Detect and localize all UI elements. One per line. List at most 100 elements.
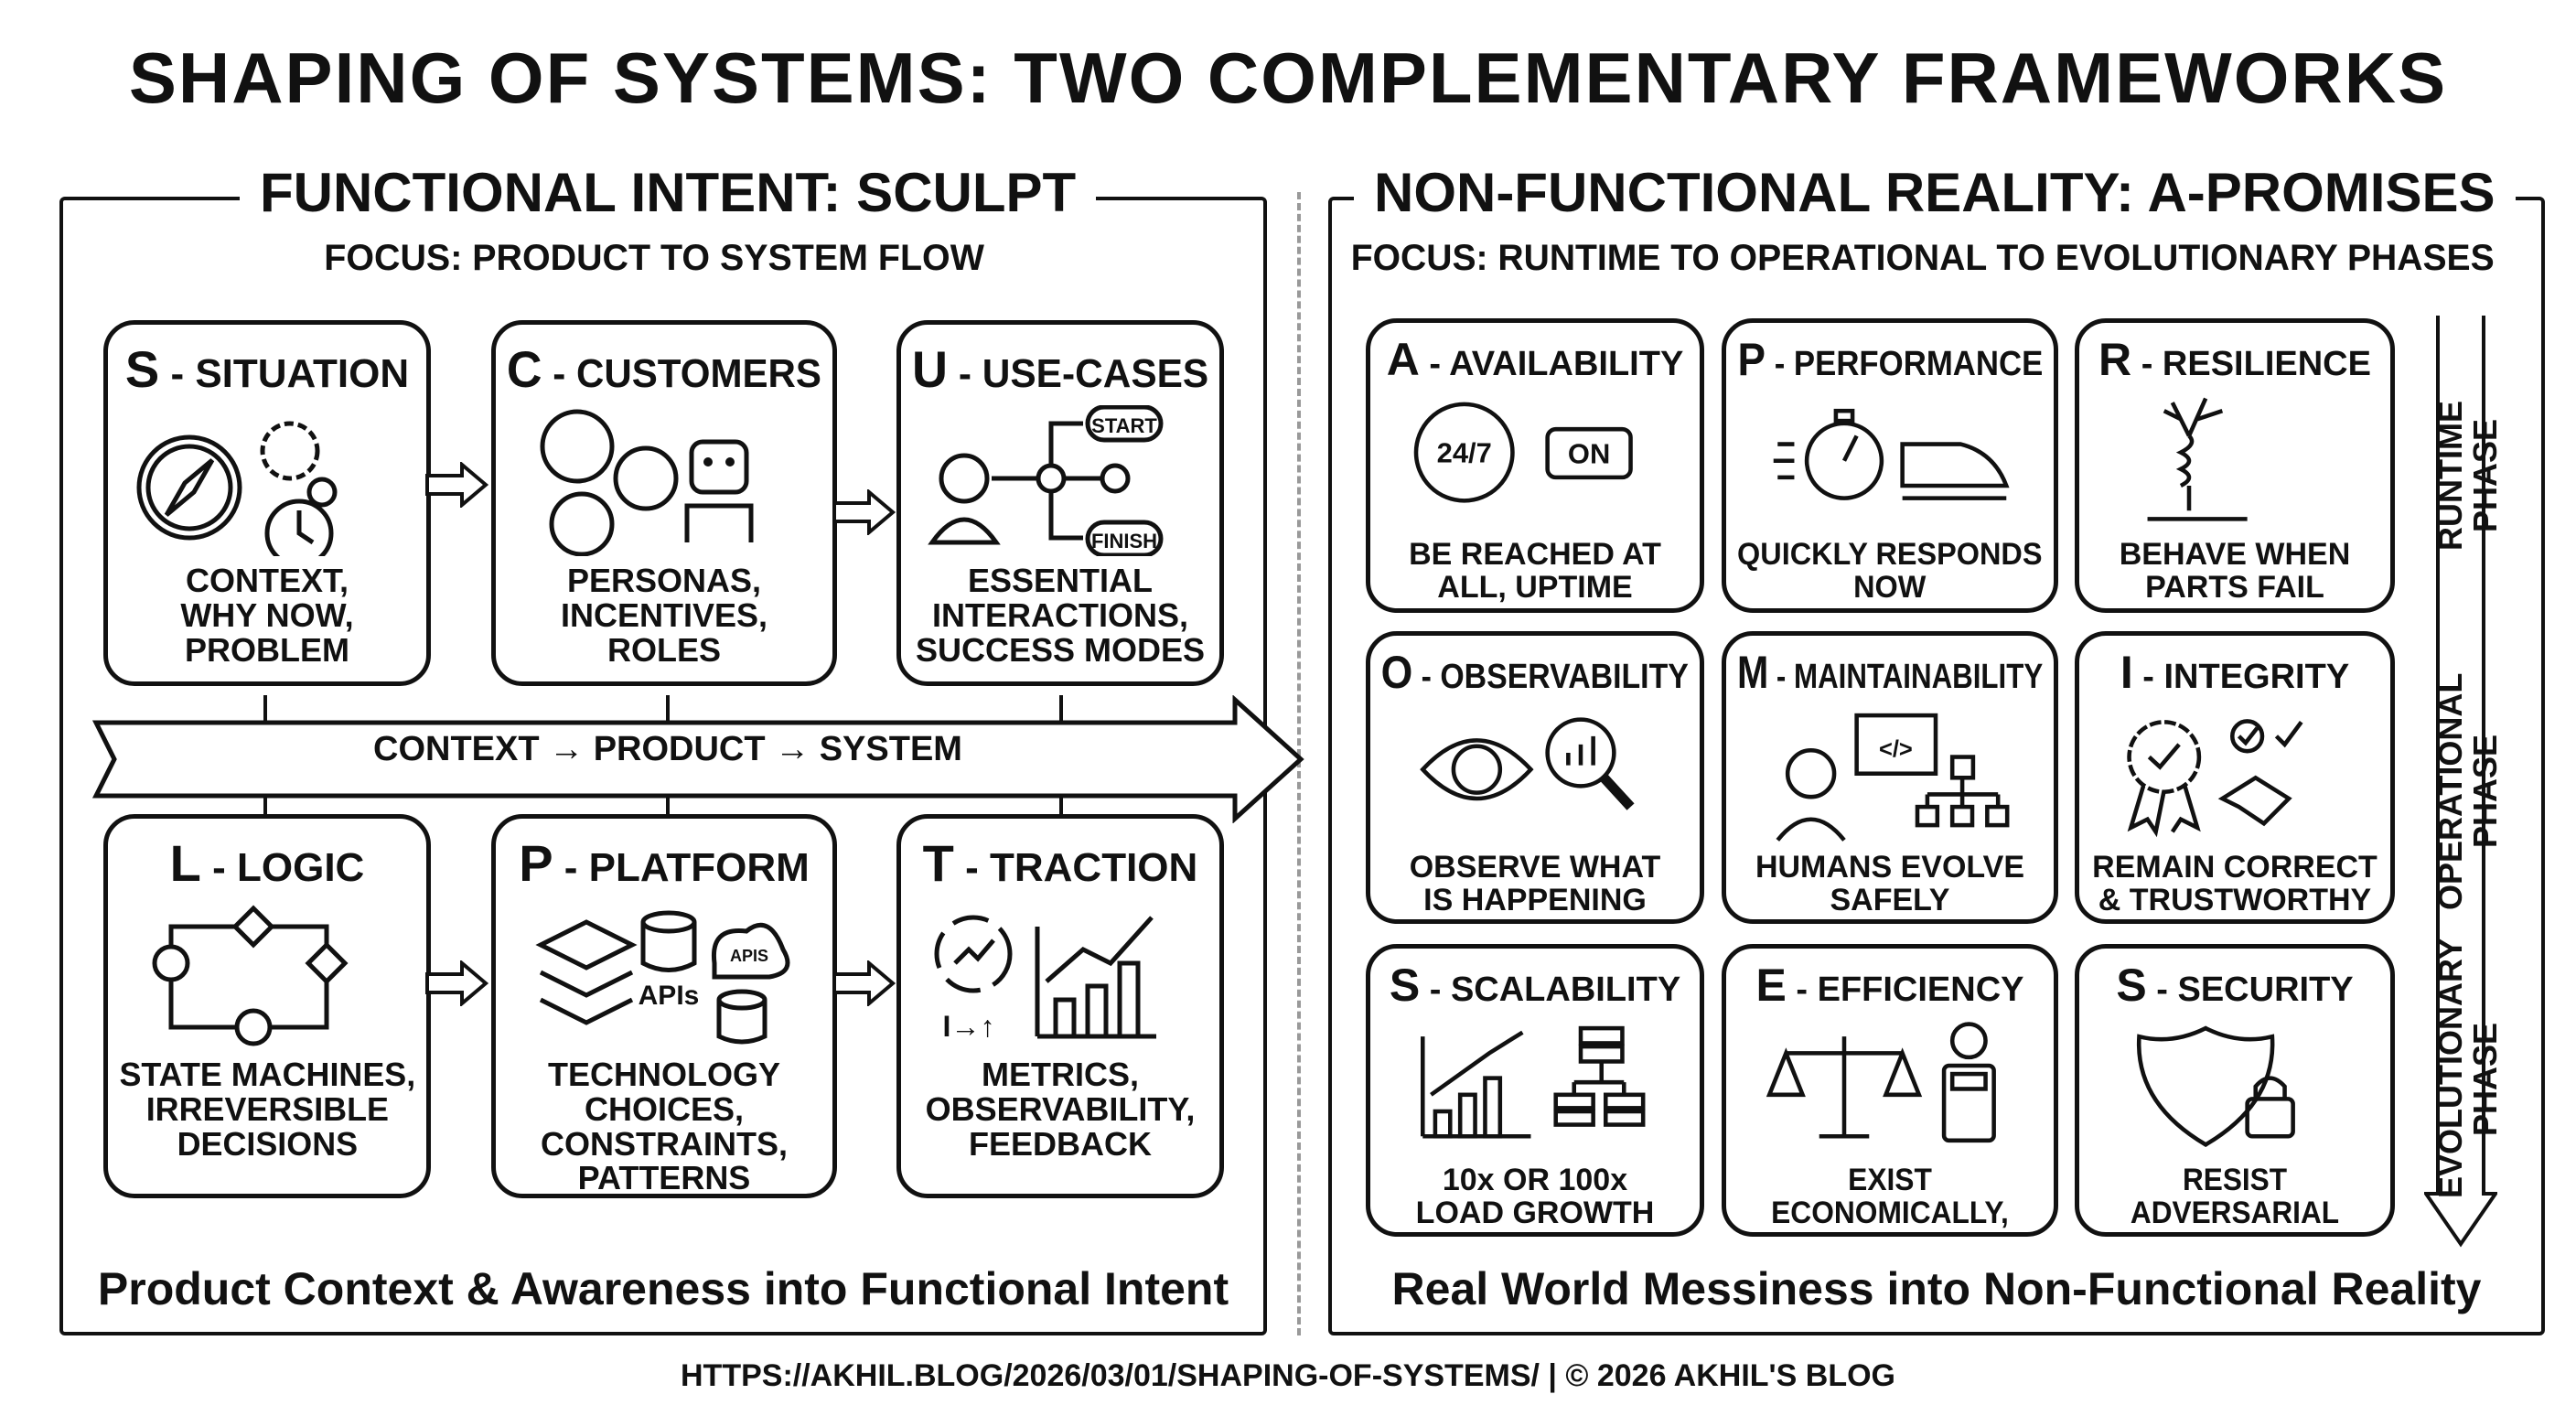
card-situation: S - SITUATION CONTEXT, WHY NOW, PROBLEM [103, 320, 431, 686]
svg-text:I→↑: I→↑ [943, 1010, 995, 1043]
card-heading-row: A - AVAILABILITY [1370, 334, 1700, 385]
card-heading-row: L - LOGIC [108, 833, 426, 893]
spring-tree-icon [2147, 397, 2248, 521]
card-letter: S [2116, 960, 2147, 1011]
main-title: SHAPING OF SYSTEMS: TWO COMPLEMENTARY FR… [128, 38, 2448, 118]
card-letter: U [911, 339, 948, 398]
scale-calculator-icon [1766, 1022, 1996, 1143]
card-description-row: EXIST ECONOMICALLY, COST/PERF [1726, 1163, 2054, 1232]
card-letter: M [1736, 647, 1769, 698]
card-heading: S - SITUATION [125, 339, 409, 399]
sculpt-caption-row: Product Context & Awareness into Functio… [69, 1262, 1258, 1315]
svg-text:APIS: APIS [730, 947, 768, 965]
card-description-row: QUICKLY RESPONDS NOW [1726, 537, 2054, 605]
card-heading: E - EFFICIENCY [1755, 959, 2023, 1012]
promises-title: NON-FUNCTIONAL REALITY: A-PROMISES [1354, 161, 2516, 224]
card-heading-row: C - CUSTOMERS [496, 339, 832, 399]
promises-focus: FOCUS: RUNTIME TO OPERATIONAL TO EVOLUTI… [1350, 238, 2495, 278]
sculpt-caption: Product Context & Awareness into Functio… [97, 1263, 1229, 1314]
badge-handshake-icon [2127, 719, 2303, 838]
card-title: - EFFICIENCY [1796, 971, 2024, 1009]
flow-arrow-icon [832, 960, 896, 1006]
card-heading: T - TRACTION [923, 833, 1198, 893]
card-title: - RESILIENCE [2141, 345, 2371, 383]
card-description: TECHNOLOGY CHOICES, CONSTRAINTS, PATTERN… [541, 1056, 788, 1197]
svg-text:APIs: APIs [639, 981, 700, 1011]
card-description-row: BE REACHED AT ALL, UPTIME [1370, 537, 1700, 605]
developer-code-icon: </> [1776, 713, 2010, 842]
promises-caption: Real World Messiness into Non-Functional… [1391, 1263, 2482, 1314]
card-heading-row: M - MAINTAINABILITY [1726, 647, 2054, 698]
card-title: - CUSTOMERS [553, 350, 822, 396]
card-description-row: CONTEXT, WHY NOW, PROBLEM [108, 563, 426, 668]
card-title: - AVAILABILITY [1429, 345, 1684, 383]
card-description: BEHAVE WHEN PARTS FAIL [2119, 537, 2351, 605]
phase-evolutionary: EVOLUTIONARY PHASE [2431, 938, 2504, 1198]
card-description: REMAIN CORRECT & TRUSTWORTHY [2092, 850, 2377, 917]
personas-robot-icon [540, 409, 754, 556]
card-heading-row: P - PERFORMANCE [1726, 334, 2054, 385]
card-letter: I [2120, 647, 2133, 698]
promises-caption-row: Real World Messiness into Non-Functional… [1337, 1262, 2536, 1315]
card-description-row: RESIST ADVERSARIAL BEHAVIOR [2079, 1163, 2390, 1232]
card-heading-row: S - SECURITY [2079, 960, 2390, 1011]
card-description: HUMANS EVOLVE SAFELY [1755, 850, 2025, 917]
card-resilience: R - RESILIENCE BEHAVE WHEN PARTS FAIL [2075, 318, 2395, 613]
card-description-row: BEHAVE WHEN PARTS FAIL [2079, 537, 2390, 605]
card-letter: C [506, 339, 542, 398]
stopwatch-train-icon [1773, 408, 2010, 500]
card-letter: P [519, 833, 553, 892]
state-machine-icon [152, 905, 349, 1046]
card-heading: R - RESILIENCE [2098, 333, 2371, 386]
flow-arrow-icon [425, 960, 489, 1006]
card-letter: S [124, 339, 160, 398]
card-title: - OBSERVABILITY [1421, 658, 1690, 696]
card-heading: U - USE-CASES [912, 339, 1208, 399]
card-heading: S - SCALABILITY [1390, 959, 1680, 1012]
card-heading: L - LOGIC [170, 833, 365, 893]
card-heading: P - PLATFORM [519, 833, 810, 893]
card-scalability: S - SCALABILITY 10x OR 100x LOAD GROWTH [1366, 944, 1704, 1237]
eye-magnifier-icon [1420, 717, 1635, 810]
card-heading: I - INTEGRITY [2120, 646, 2349, 699]
phase-operational: OPERATIONAL PHASE [2431, 672, 2504, 910]
card-description-row: HUMANS EVOLVE SAFELY [1726, 850, 2054, 917]
card-heading: A - AVAILABILITY [1387, 333, 1684, 386]
growth-servers-icon [1421, 1025, 1646, 1139]
card-description: ESSENTIAL INTERACTIONS, SUCCESS MODES [915, 562, 1206, 669]
card-letter: E [1755, 960, 1787, 1011]
card-heading-row: R - RESILIENCE [2079, 334, 2390, 385]
flow-label: CONTEXT → PRODUCT → SYSTEM [373, 730, 962, 768]
card-customers: C - CUSTOMERS PERSONAS, INCENTIVES, ROLE… [491, 320, 837, 686]
footer-url: HTTPS://AKHIL.BLOG/2026/03/01/SHAPING-OF… [681, 1358, 1895, 1393]
growth-chart-icon: I→↑ [934, 915, 1156, 1043]
card-description: STATE MACHINES, IRREVERSIBLE DECISIONS [119, 1056, 415, 1163]
card-description-row: TECHNOLOGY CHOICES, CONSTRAINTS, PATTERN… [496, 1056, 832, 1197]
card-description-row: PERSONAS, INCENTIVES, ROLES [496, 562, 832, 669]
card-letter: A [1386, 334, 1420, 385]
card-heading-row: S - SITUATION [108, 339, 426, 399]
card-heading: C - CUSTOMERS [507, 339, 821, 399]
card-traction: T - TRACTION I→↑ METRICS, OBSERVABILITY,… [896, 814, 1224, 1198]
card-description: BE REACHED AT ALL, UPTIME [1409, 537, 1661, 605]
card-description: PERSONAS, INCENTIVES, ROLES [560, 562, 768, 669]
card-heading-row: P - PLATFORM [496, 833, 832, 893]
sculpt-focus: FOCUS: PRODUCT TO SYSTEM FLOW [324, 238, 984, 278]
card-security: S - SECURITY RESIST ADVERSARIAL BEHAVIOR [2075, 944, 2395, 1237]
card-description: RESIST ADVERSARIAL BEHAVIOR [2130, 1163, 2340, 1232]
card-heading-row: U - USE-CASES [901, 339, 1219, 399]
card-letter: O [1380, 647, 1413, 698]
card-description: EXIST ECONOMICALLY, COST/PERF [1771, 1163, 2009, 1232]
card-description-row: REMAIN CORRECT & TRUSTWORTHY [2079, 850, 2390, 917]
svg-text:ON: ON [1568, 437, 1610, 469]
card-title: - PERFORMANCE [1774, 345, 2043, 383]
card-title: - USE-CASES [958, 350, 1209, 396]
flow-arrow-icon [832, 489, 896, 535]
card-title: - MAINTAINABILITY [1776, 658, 2044, 696]
card-letter: L [169, 833, 201, 892]
card-description: QUICKLY RESPONDS NOW [1737, 537, 2043, 605]
card-observability: O - OBSERVABILITY OBSERVE WHAT IS HAPPEN… [1366, 631, 1704, 924]
card-title: - TRACTION [965, 844, 1198, 890]
